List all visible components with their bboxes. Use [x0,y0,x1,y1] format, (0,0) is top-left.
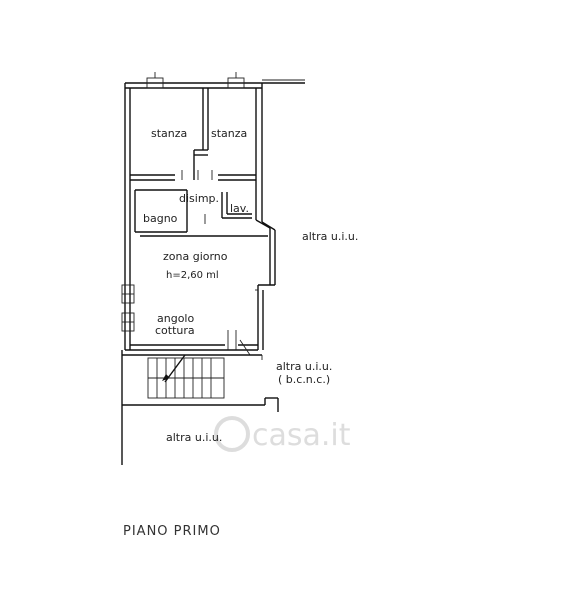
neighbor-label-right-lower-2: ( b.c.n.c.) [278,373,330,386]
room-label-bagno: bagno [143,212,178,225]
room-label-lav: lav. [230,202,249,215]
room-label-zona-giorno: zona giorno [163,250,228,263]
windows [121,284,258,332]
neighbor-label-bottom: altra u.i.u. [166,431,222,444]
vent-marks [146,72,245,89]
interior-walls [130,88,268,356]
neighbor-label-right: altra u.i.u. [302,230,358,243]
watermark: casa.it [214,416,351,453]
watermark-logo-icon [214,416,250,452]
room-label-stanza-1: stanza [151,127,187,140]
room-label-angolo: angolo [157,312,194,325]
staircase [121,350,279,465]
room-label-disimp: disimp. [179,192,219,205]
floor-title: PIANO PRIMO [123,524,221,539]
room-label-cottura: cottura [155,324,195,337]
watermark-text: casa.it [252,418,351,453]
apartment-walls [124,82,305,351]
room-label-stanza-2: stanza [211,127,247,140]
neighbor-label-right-lower-1: altra u.i.u. [276,360,332,373]
room-height-label: h=2,60 ml [166,270,219,281]
